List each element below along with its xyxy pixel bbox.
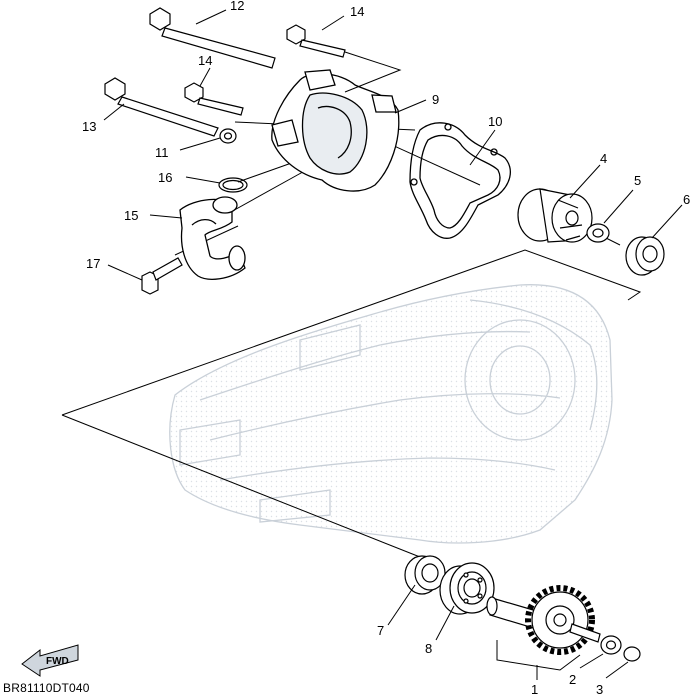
- callout-6: 6: [651, 192, 690, 239]
- long-bolt-13: [104, 77, 219, 137]
- circlip-3: [623, 646, 641, 662]
- callout-14b-label: 14: [198, 53, 212, 68]
- drive-gear: [525, 585, 595, 655]
- callout-13-label: 13: [82, 119, 96, 134]
- callout-15: 15: [124, 208, 183, 223]
- engine-crankcase-ghost: [169, 284, 613, 544]
- assembly-frame-lines: [61, 249, 642, 671]
- callout-14b: 14: [198, 53, 212, 87]
- callout-14a-label: 14: [350, 4, 364, 19]
- callout-2: 2: [569, 653, 604, 687]
- callout-7: 7: [377, 584, 416, 638]
- callout-6-label: 6: [683, 192, 690, 207]
- callout-4: 4: [569, 151, 607, 199]
- callout-16-label: 16: [158, 170, 172, 185]
- callout-11: 11: [155, 137, 221, 160]
- water-pump-housing-9: [271, 69, 400, 192]
- impeller-4: [517, 188, 593, 243]
- callout-5: 5: [603, 173, 641, 224]
- callout-11-label: 11: [155, 145, 169, 160]
- reference-code: BR81110DT040: [3, 681, 90, 695]
- callout-14a: 14: [321, 4, 402, 93]
- callout-5-label: 5: [634, 173, 641, 188]
- callout-12-label: 12: [230, 0, 244, 13]
- bolt-17: [141, 257, 183, 295]
- o-ring-16: [218, 177, 248, 193]
- callout-9-label: 9: [432, 92, 439, 107]
- callout-7-label: 7: [377, 623, 384, 638]
- long-bolt-12: [149, 7, 276, 69]
- callout-1: 1: [531, 665, 538, 697]
- callout-9: 9: [394, 92, 439, 114]
- callout-16: 16: [158, 170, 221, 185]
- callout-3-label: 3: [596, 682, 603, 697]
- fwd-label: FWD: [46, 656, 69, 667]
- washer-11: [219, 128, 237, 144]
- callout-3: 3: [596, 661, 629, 697]
- short-bolt-14b: [184, 82, 244, 116]
- callout-10-label: 10: [488, 114, 502, 129]
- callout-4-label: 4: [600, 151, 607, 166]
- pump-shaft-gear-1: [486, 585, 601, 655]
- callout-15-label: 15: [124, 208, 138, 223]
- fwd-arrow-icon: FWD: [21, 644, 79, 677]
- bearing-8: [439, 562, 495, 615]
- short-bolt-14a: [286, 24, 346, 58]
- washer-5: [586, 223, 610, 243]
- callouts: 1 2 3 4 5 6 7 8: [82, 0, 690, 697]
- elbow-pipe-15: [179, 196, 246, 280]
- callout-13: 13: [82, 103, 125, 134]
- gasket-10: [409, 122, 511, 239]
- oil-seal-6: [625, 236, 665, 276]
- callout-2-label: 2: [569, 672, 576, 687]
- callout-8-label: 8: [425, 641, 432, 656]
- callout-17-label: 17: [86, 256, 100, 271]
- callout-8: 8: [425, 605, 455, 656]
- callout-10: 10: [469, 114, 502, 166]
- washer-2: [600, 635, 622, 655]
- callout-1-label: 1: [531, 682, 538, 697]
- callout-17: 17: [86, 256, 143, 281]
- callout-12: 12: [195, 0, 244, 25]
- bearing-7: [404, 555, 446, 595]
